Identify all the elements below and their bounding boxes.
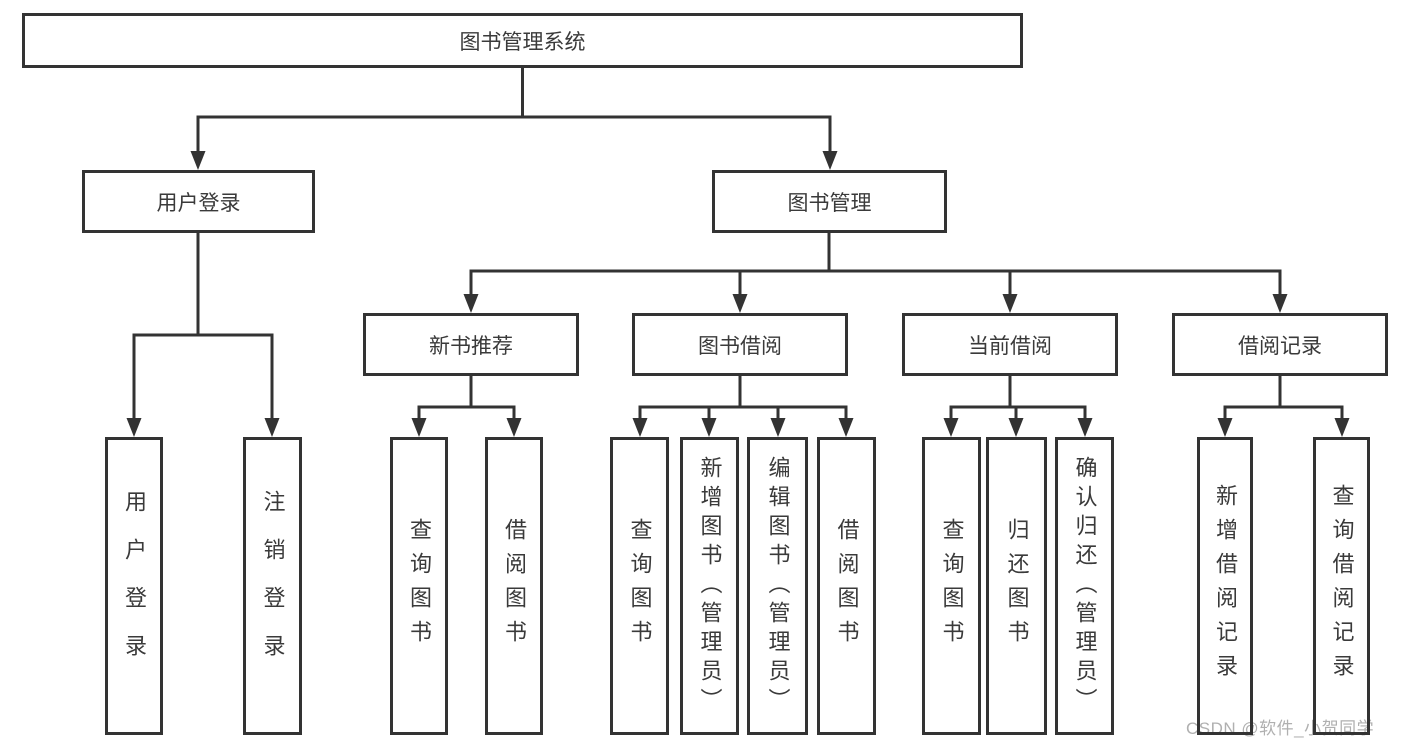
node-current-borrow: 当前借阅 xyxy=(902,313,1118,376)
arrowhead-icon xyxy=(190,151,206,170)
node-borrow-records: 借阅记录 xyxy=(1172,313,1388,376)
leaf-edit-books-admin: 编辑图书（管理员） xyxy=(747,437,808,735)
arrowhead-icon xyxy=(1334,418,1350,437)
leaf-borrow-books-recommend: 借阅图书 xyxy=(485,437,543,735)
connector-new-rec-to-leaves xyxy=(417,374,516,421)
node-label: 图书管理 xyxy=(787,191,872,215)
node-label: 查询图书 xyxy=(627,518,653,654)
node-new-book-recommend: 新书推荐 xyxy=(363,313,579,376)
leaf-add-books-admin: 新增图书（管理员） xyxy=(680,437,739,735)
node-label: 新书推荐 xyxy=(429,334,513,358)
arrowhead-icon xyxy=(822,151,838,170)
arrowhead-icon xyxy=(770,418,786,437)
arrowhead-icon xyxy=(701,418,717,437)
node-label: 当前借阅 xyxy=(968,334,1052,358)
leaf-query-books-recommend: 查询图书 xyxy=(390,437,448,735)
node-label: 图书借阅 xyxy=(698,334,782,358)
node-label: 图书管理系统 xyxy=(459,30,586,54)
arrowhead-icon xyxy=(732,294,748,313)
leaf-query-borrow-record: 查询借阅记录 xyxy=(1313,437,1370,735)
arrowhead-icon xyxy=(838,418,854,437)
arrowhead-icon xyxy=(463,294,479,313)
connector-cur-borrow-to-leaves xyxy=(949,374,1087,421)
connector-book-mgmt-to-level2 xyxy=(469,231,1282,297)
node-label: 借阅记录 xyxy=(1238,334,1322,358)
leaf-borrow-books: 借阅图书 xyxy=(817,437,876,735)
leaf-add-borrow-record: 新增借阅记录 xyxy=(1197,437,1253,735)
connector-book-borrow-to-leaves xyxy=(638,374,848,421)
arrowhead-icon xyxy=(1008,418,1024,437)
arrowhead-icon xyxy=(126,418,142,437)
node-label: 新增借阅记录 xyxy=(1213,484,1238,688)
node-label: 注销登录 xyxy=(260,490,286,682)
node-label: 借阅图书 xyxy=(834,518,860,654)
leaf-query-books-current: 查询图书 xyxy=(922,437,981,735)
node-label: 查询借阅记录 xyxy=(1329,484,1355,688)
node-label: 用户登录 xyxy=(156,191,241,215)
node-label: 归还图书 xyxy=(1004,518,1030,654)
node-label: 查询图书 xyxy=(939,518,965,654)
arrowhead-icon xyxy=(1217,418,1233,437)
leaf-logout: 注销登录 xyxy=(243,437,302,735)
csdn-watermark: CSDN @软件_小贺同学 xyxy=(1186,719,1375,738)
node-label: 借阅图书 xyxy=(502,518,527,654)
leaf-confirm-return-admin: 确认归还（管理员） xyxy=(1055,437,1114,735)
node-label: 查询图书 xyxy=(407,518,432,654)
arrowhead-icon xyxy=(411,418,427,437)
arrowhead-icon xyxy=(1077,418,1093,437)
node-label: 编辑图书（管理员） xyxy=(765,455,791,717)
arrowhead-icon xyxy=(943,418,959,437)
arrowhead-icon xyxy=(1002,294,1018,313)
node-book-borrow: 图书借阅 xyxy=(632,313,848,376)
leaf-user-login: 用户登录 xyxy=(105,437,163,735)
arrowhead-icon xyxy=(264,418,280,437)
arrowhead-icon xyxy=(632,418,648,437)
node-user-login: 用户登录 xyxy=(82,170,315,233)
arrowhead-icon xyxy=(1272,294,1288,313)
connector-borrow-rec-to-leaves xyxy=(1223,374,1344,421)
node-label: 新增图书（管理员） xyxy=(697,455,723,717)
arrowhead-icon xyxy=(506,418,522,437)
node-label: 确认归还（管理员） xyxy=(1072,455,1098,717)
connector-root-to-level1 xyxy=(196,66,832,154)
node-book-management: 图书管理 xyxy=(712,170,947,233)
leaf-return-books: 归还图书 xyxy=(986,437,1047,735)
node-label: 用户登录 xyxy=(122,490,147,682)
connector-user-login-to-leaves xyxy=(132,231,274,421)
leaf-query-books-borrow: 查询图书 xyxy=(610,437,669,735)
node-root-system: 图书管理系统 xyxy=(22,13,1023,68)
